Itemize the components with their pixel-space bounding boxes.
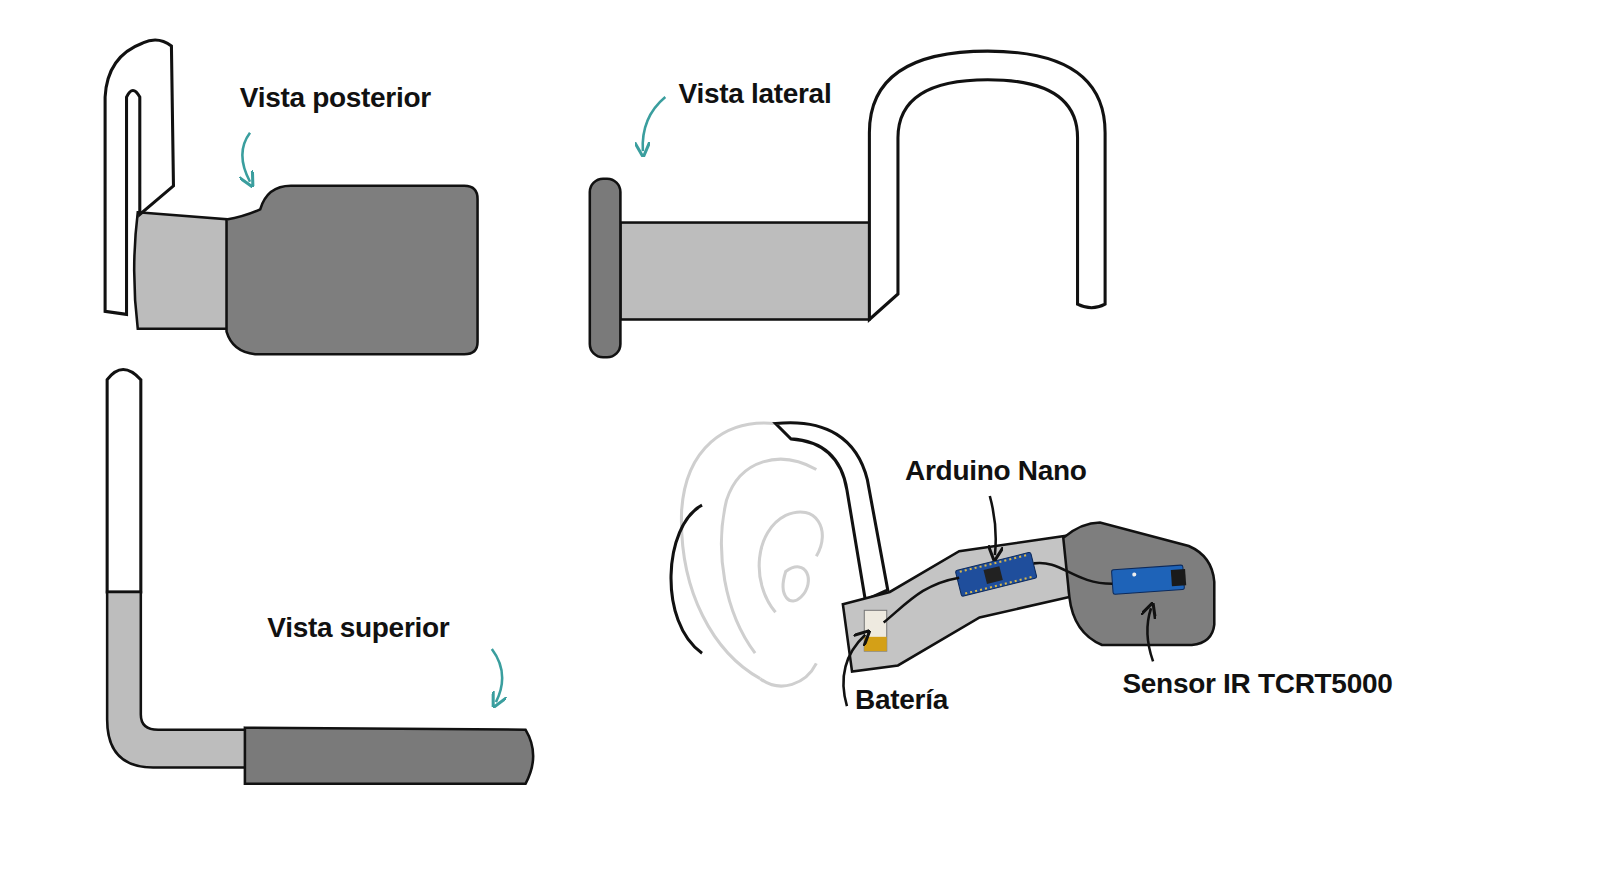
sensor-pad: [245, 728, 533, 784]
arduino-chip: [984, 566, 1003, 584]
ear-hook: [107, 369, 141, 591]
part-label: Batería: [855, 684, 948, 716]
ir-sensor: [1111, 565, 1186, 595]
band: [620, 223, 869, 320]
ear-concha: [759, 512, 822, 612]
leader-line: [990, 496, 996, 555]
view-arrow: [492, 649, 502, 702]
wire: [884, 578, 960, 623]
ear-lobe: [760, 663, 816, 686]
leader-line: [1147, 608, 1153, 661]
view-label: Vista posterior: [240, 82, 431, 114]
view-arrow: [643, 97, 666, 151]
part-label: Sensor IR TCRT5000: [1122, 668, 1392, 700]
sensor-pad: [227, 186, 478, 354]
ear-hook: [776, 423, 888, 600]
ear-tragus: [783, 567, 808, 601]
sensor-led: [1132, 572, 1136, 576]
part-label: Arduino Nano: [905, 455, 1087, 487]
arduino-pins: [965, 577, 1032, 594]
view-label: Vista superior: [267, 612, 449, 644]
arduino-pins: [960, 555, 1027, 572]
band: [843, 536, 1070, 672]
battery: [864, 610, 886, 651]
view-arrow: [242, 133, 250, 182]
view-label: Vista lateral: [679, 78, 832, 110]
battery-body: [864, 610, 886, 651]
sensor-pad: [590, 179, 621, 358]
band: [107, 592, 247, 768]
arduino-pcb: [955, 552, 1037, 597]
wire: [1034, 563, 1113, 584]
ear-antihelix: [721, 459, 816, 653]
sensor-emitter: [1171, 569, 1186, 586]
ear-hook: [105, 40, 173, 314]
arduino-board: [955, 552, 1037, 597]
battery-cell: [864, 637, 886, 651]
sensor-pad: [1063, 523, 1214, 645]
ear-back: [671, 505, 702, 653]
ear-hook: [869, 51, 1105, 319]
ear-outline: [681, 423, 822, 686]
band: [134, 212, 229, 328]
